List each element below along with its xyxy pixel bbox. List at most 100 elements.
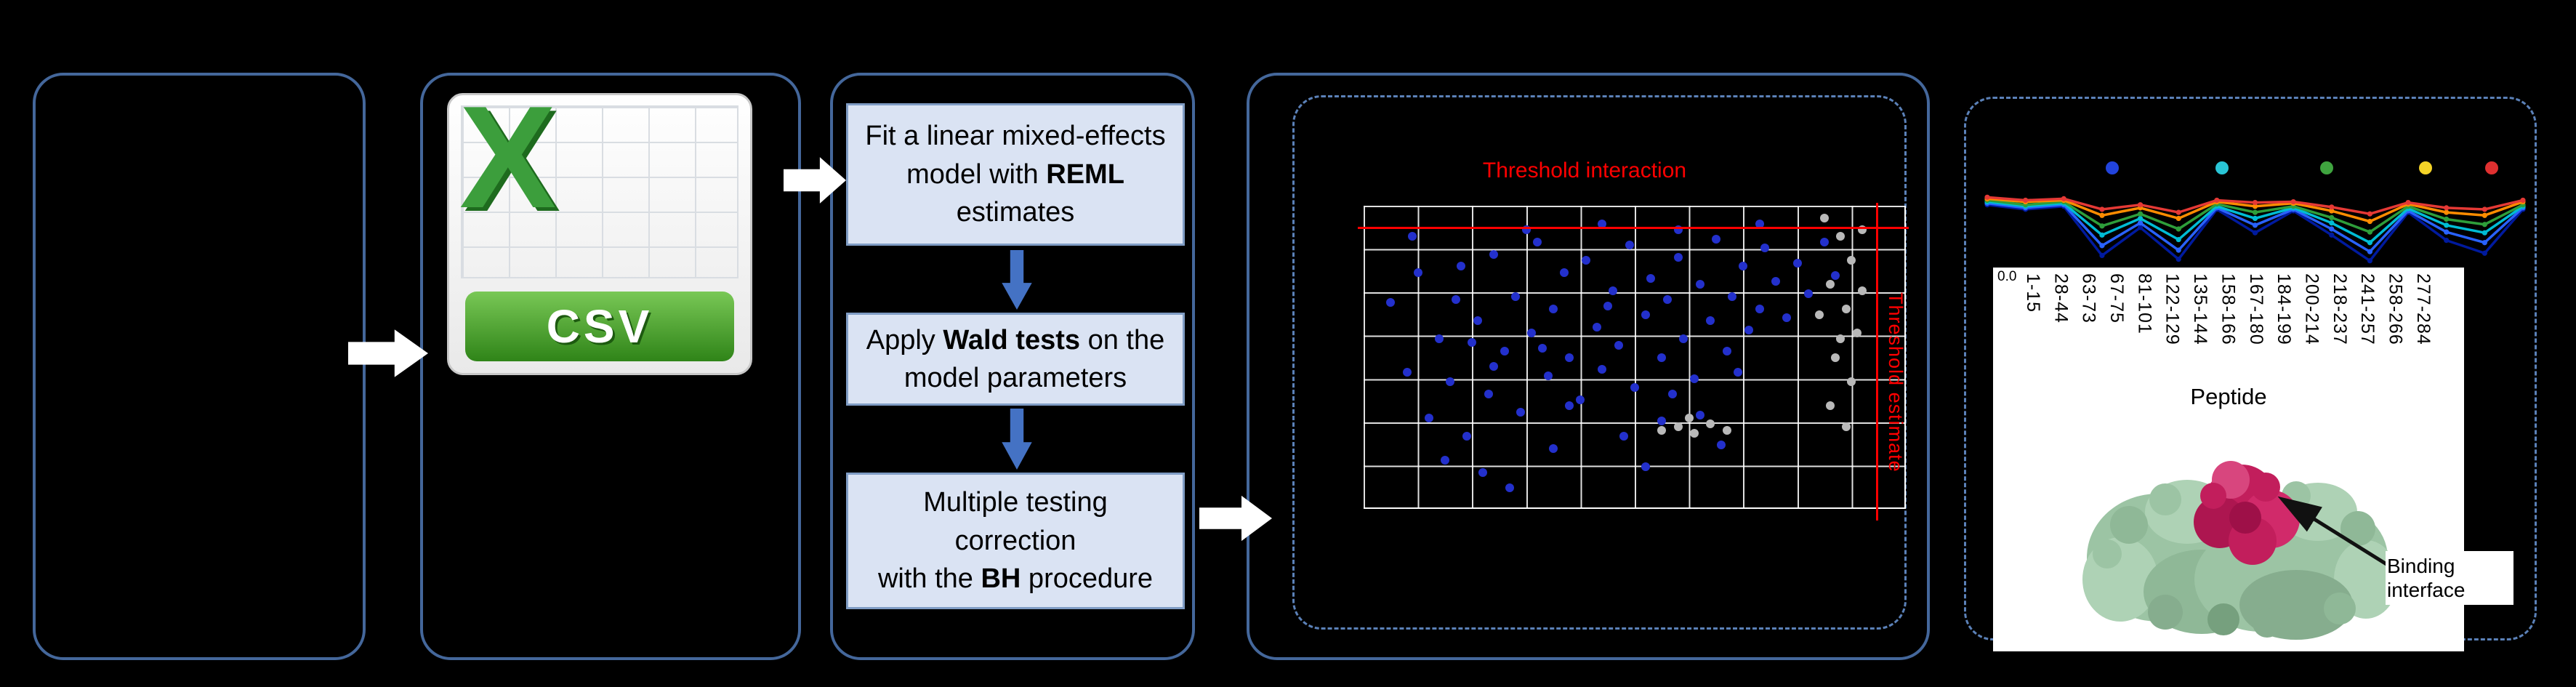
scatter-point — [1614, 340, 1623, 350]
step-text: Apply — [866, 324, 943, 355]
scatter-point — [1484, 389, 1493, 398]
peptide-tick-label: 63-73 — [2078, 273, 2099, 324]
scatter-point — [1836, 231, 1846, 241]
peptide-tick-label: 200-214 — [2301, 273, 2322, 345]
uptake-point — [2329, 232, 2335, 238]
step-text-bold: Wald tests — [943, 324, 1081, 355]
scatter-point — [1695, 280, 1704, 289]
scatter-point — [1706, 419, 1715, 429]
scatter-point — [1841, 422, 1851, 432]
uptake-point — [2175, 215, 2181, 222]
uptake-point — [2137, 215, 2144, 222]
peptide-tick-label: 258-266 — [2385, 273, 2406, 345]
uptake-point — [2252, 200, 2258, 206]
uptake-point — [2252, 204, 2258, 209]
legend-dot — [2105, 161, 2119, 174]
scatter-point — [1825, 401, 1835, 411]
uptake-point — [2482, 230, 2487, 236]
scatter-point — [1549, 304, 1558, 313]
scatter-point — [1836, 334, 1846, 344]
uptake-point — [2290, 198, 2296, 205]
uptake-point — [2482, 206, 2487, 212]
scatter-point — [1841, 304, 1851, 313]
peptide-tick-label: 1-15 — [2023, 273, 2043, 313]
csv-banner-label: CSV — [546, 300, 653, 353]
scatter-point — [1489, 249, 1499, 259]
scatter-point — [1782, 313, 1791, 323]
scatter-point — [1673, 422, 1683, 432]
uptake-point — [2175, 247, 2181, 253]
uptake-line-chart — [1984, 194, 2526, 264]
down-arrow-icon — [1000, 409, 1034, 470]
scatter-point — [1510, 292, 1520, 302]
scatter-point — [1505, 483, 1515, 492]
scatter-point — [1706, 316, 1715, 326]
scatter-point — [1722, 425, 1731, 435]
peptide-tick-label: 277-284 — [2412, 273, 2434, 345]
scatter-points-layer — [1364, 206, 1906, 509]
scatter-point — [1462, 431, 1471, 441]
scatter-point — [1538, 343, 1547, 353]
scatter-point — [1609, 286, 1618, 295]
uptake-point — [2329, 220, 2335, 226]
plot-grid — [1364, 206, 1906, 509]
step-text: estimates — [956, 197, 1075, 228]
scatter-point — [1565, 401, 1574, 411]
scatter-point — [1852, 329, 1861, 338]
scatter-point — [1619, 431, 1629, 441]
uptake-point — [2444, 216, 2450, 222]
scatter-point — [1722, 347, 1731, 356]
scatter-point — [1744, 325, 1753, 334]
scatter-point — [1478, 467, 1488, 477]
uptake-point — [2367, 211, 2373, 217]
uptake-point — [2444, 209, 2450, 215]
scatter-point — [1820, 213, 1830, 222]
scatter-point — [1820, 238, 1830, 247]
legend-dot — [2419, 161, 2433, 174]
scatter-point — [1825, 280, 1835, 289]
scatter-point — [1814, 310, 1824, 320]
scatter-point — [1603, 301, 1612, 310]
peptide-tick-label: 158-166 — [2218, 273, 2239, 345]
step-text-bold: BH — [981, 563, 1021, 595]
scatter-point — [1625, 241, 1634, 250]
uptake-point — [2329, 214, 2335, 220]
scatter-point — [1792, 259, 1802, 268]
scatter-point — [1435, 334, 1444, 344]
scatter-point — [1565, 353, 1574, 362]
protein-green-surface — [2082, 480, 2398, 640]
peptide-tick-label: 135-144 — [2190, 273, 2211, 345]
scatter-point — [1408, 231, 1417, 241]
uptake-point — [2099, 212, 2105, 218]
scatter-point — [1592, 322, 1601, 332]
scatter-point — [1532, 238, 1542, 247]
panel-csv — [420, 73, 801, 660]
scatter-point — [1657, 417, 1667, 426]
scatter-point — [1831, 353, 1840, 362]
step-text: Fit a linear mixed-effects model with — [865, 121, 1166, 190]
scatter-point — [1424, 413, 1433, 422]
threshold-line-horizontal — [1358, 227, 1909, 230]
scatter-point — [1560, 268, 1569, 277]
peptide-tick-label: 167-180 — [2245, 273, 2266, 345]
panel-statistics — [830, 73, 1195, 660]
scatter-point — [1657, 425, 1667, 435]
uptake-point — [2137, 220, 2144, 226]
step-text: Multiple testing correction — [923, 487, 1108, 556]
uptake-point — [2137, 225, 2144, 230]
excel-x-icon: X — [459, 76, 557, 238]
peptide-tick-label: 81-101 — [2134, 273, 2155, 334]
scatter-point — [1413, 268, 1422, 277]
legend-dot — [2319, 161, 2333, 174]
volcano-scatter-plot — [1358, 203, 1909, 521]
uptake-point — [2137, 202, 2144, 208]
step-box-bh: Multiple testing correction with the BH … — [846, 473, 1185, 609]
uptake-point — [2099, 223, 2105, 229]
scatter-point — [1690, 374, 1699, 383]
uptake-point — [2252, 209, 2258, 215]
csv-file-icon: X CSV — [447, 85, 752, 375]
uptake-point — [2520, 197, 2526, 204]
step-text: with the — [877, 563, 981, 595]
uptake-point — [2137, 211, 2144, 217]
